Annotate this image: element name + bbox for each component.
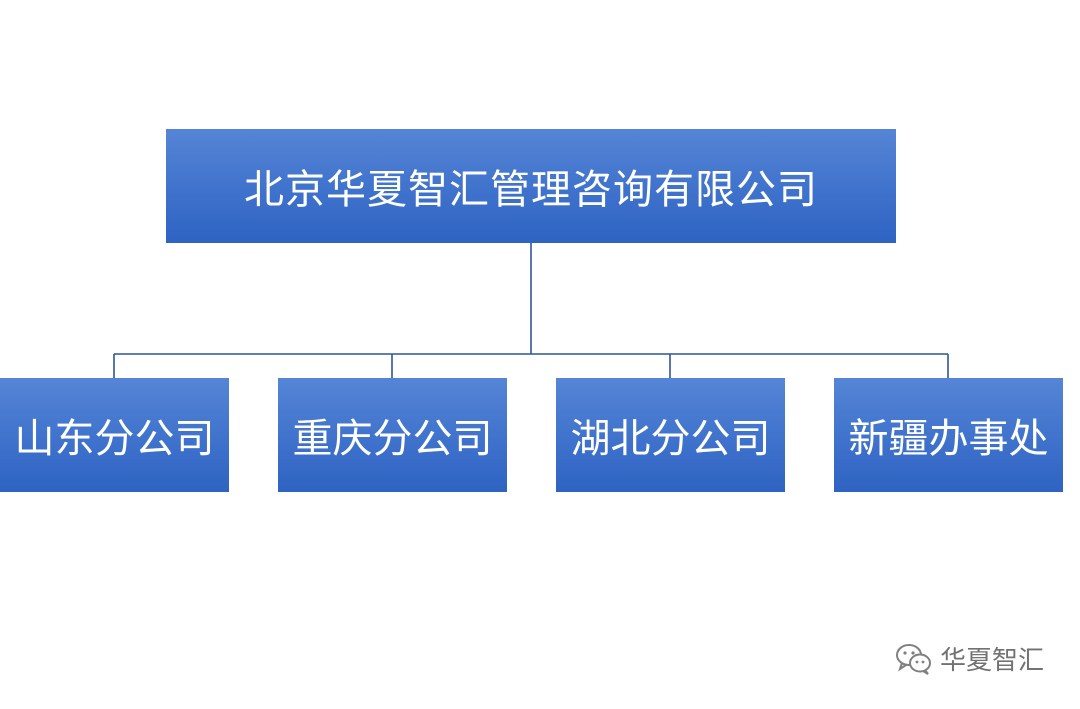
child-node-box: 湖北分公司: [556, 378, 785, 492]
root-node-label: 北京华夏智汇管理咨询有限公司: [244, 167, 818, 213]
child-node-label: 山东分公司: [14, 416, 215, 462]
watermark: 华夏智汇: [894, 640, 1044, 677]
child-node-label: 重庆分公司: [292, 416, 493, 462]
root-node-box: 北京华夏智汇管理咨询有限公司: [166, 129, 896, 243]
child-node-label: 新疆办事处: [848, 416, 1049, 462]
child-node-box: 新疆办事处: [834, 378, 1063, 492]
child-node-label: 湖北分公司: [570, 416, 771, 462]
child-node-box: 重庆分公司: [278, 378, 507, 492]
child-node-box: 山东分公司: [0, 378, 229, 492]
watermark-text: 华夏智汇: [939, 646, 1044, 676]
wechat-icon: [895, 643, 931, 675]
